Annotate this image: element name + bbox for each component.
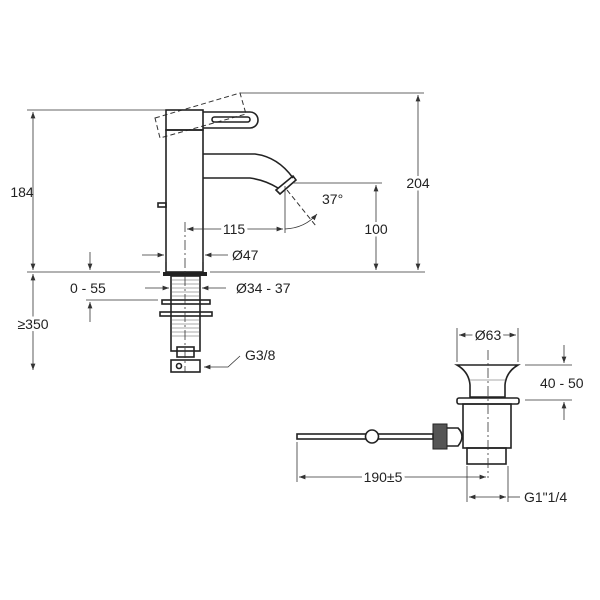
hose-fitting-hole — [175, 362, 183, 370]
dim-connection: G3/8 — [245, 347, 276, 363]
fixing-nut — [159, 311, 213, 317]
dim-100: 100 — [364, 221, 388, 237]
dim-hose-length: ≥350 — [17, 316, 48, 332]
dim-204: 204 — [406, 175, 430, 191]
threaded-shank — [170, 275, 201, 352]
dim-angle-37: 37° — [322, 191, 343, 207]
lever-slot — [211, 116, 251, 123]
lever-open-position — [154, 92, 247, 139]
rod-elbow — [447, 427, 463, 447]
rod-nut — [432, 423, 448, 450]
faucet-drawing: 184 204 100 115 37° Ø47 Ø34 - 37 0 - 55 … — [10, 92, 432, 373]
drain-pull-rod — [157, 202, 167, 208]
dim-diameter-47: Ø47 — [232, 247, 259, 263]
dim-184: 184 — [10, 184, 34, 200]
faucet-body — [165, 129, 204, 273]
dim-deck-thickness: 0 - 55 — [70, 280, 106, 296]
hose-fitting — [176, 346, 195, 358]
dim-hole-diameter: Ø34 - 37 — [236, 280, 291, 296]
dim-flange-diameter: Ø63 — [475, 327, 502, 343]
dim-115: 115 — [223, 221, 246, 237]
lever — [203, 111, 259, 129]
drain-tail — [466, 447, 507, 465]
dim-thread: G1"1/4 — [524, 489, 567, 505]
base-ring — [163, 272, 207, 276]
washer — [161, 299, 211, 305]
pull-rod — [296, 433, 434, 440]
spout — [203, 153, 294, 189]
dim-rod-length: 190±5 — [364, 469, 403, 485]
aerator — [274, 174, 298, 196]
drain-drawing: Ø63 40 - 50 190±5 G1"1/4 — [296, 324, 587, 505]
dim-flange-height: 40 - 50 — [540, 375, 584, 391]
rod-ball-joint — [364, 429, 380, 444]
hose-connectors — [170, 359, 201, 373]
drain-flange — [454, 364, 521, 398]
drain-body — [462, 403, 512, 449]
